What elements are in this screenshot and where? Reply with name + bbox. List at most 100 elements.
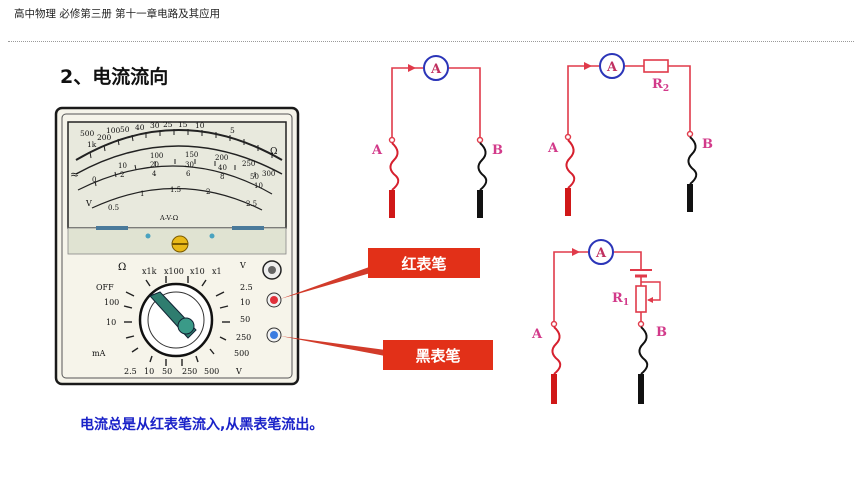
meter-v-symbol: V	[85, 199, 92, 208]
svg-text:25: 25	[163, 120, 173, 129]
svg-text:20: 20	[150, 161, 159, 169]
svg-text:50: 50	[162, 367, 172, 376]
svg-text:300: 300	[262, 170, 275, 178]
range-v-label: V	[239, 261, 246, 270]
svg-text:10: 10	[195, 121, 205, 130]
meter-screw-right	[209, 233, 215, 239]
svg-text:30: 30	[150, 121, 160, 130]
svg-text:500: 500	[204, 367, 219, 376]
range-bottom-labels: 2.5 10 50 250 500	[124, 367, 219, 376]
svg-text:1: 1	[140, 190, 144, 198]
svg-text:40: 40	[135, 123, 145, 132]
svg-text:A: A	[606, 60, 618, 75]
svg-text:30: 30	[185, 161, 194, 169]
svg-text:10: 10	[118, 162, 127, 170]
svg-text:1k: 1k	[87, 140, 97, 149]
meter-ac-symbol: ≈	[70, 168, 79, 181]
ammeter-icon	[599, 53, 625, 79]
red-probe-callout-arrow	[280, 266, 374, 299]
terminal-b	[686, 130, 694, 138]
black-probe	[687, 184, 693, 212]
svg-text:100: 100	[104, 298, 119, 307]
svg-text:15: 15	[178, 120, 188, 129]
label-a: A	[547, 141, 559, 156]
svg-text:10: 10	[254, 182, 263, 190]
svg-text:5: 5	[230, 126, 235, 135]
svg-text:100: 100	[150, 152, 163, 160]
svg-text:150: 150	[185, 151, 198, 159]
label-b: B	[492, 143, 503, 158]
ammeter-icon	[588, 239, 614, 265]
header-breadcrumb: 高中物理 必修第三册 第十一章电路及其应用	[14, 8, 221, 20]
meter-scale-top: 500 1k 200 100 50 40 30 25 15 10 5	[80, 120, 235, 149]
svg-text:8: 8	[220, 173, 224, 181]
range-right-labels: 2.5 10 50 250 500	[234, 283, 253, 358]
red-probe	[389, 190, 395, 218]
caption: 电流总是从红表笔流入,从黑表笔流出。	[80, 417, 324, 433]
meter-scale-bottom: 0.5 1 1.5 2 2.5	[108, 186, 257, 212]
red-probe	[551, 374, 557, 404]
svg-text:200: 200	[215, 154, 228, 162]
svg-text:200: 200	[97, 133, 112, 142]
red-probe	[565, 188, 571, 216]
range-v-bottom-label: V	[235, 367, 242, 376]
terminal-a	[564, 133, 572, 141]
red-probe-label: 红表笔	[368, 248, 480, 278]
terminal-b	[476, 136, 484, 144]
range-ma-label: mA	[92, 349, 106, 358]
black-probe-callout-arrow	[280, 336, 386, 356]
svg-text:250: 250	[242, 160, 255, 168]
terminal-b	[637, 320, 645, 328]
svg-text:x10: x10	[190, 267, 205, 276]
black-probe	[477, 190, 483, 218]
meter-scale-mid: 100 150 200 250 300 10 20 30 40 50 0 2 4…	[92, 151, 275, 190]
svg-text:2.5: 2.5	[124, 367, 137, 376]
svg-text:x100: x100	[164, 267, 184, 276]
svg-text:x1k: x1k	[142, 267, 157, 276]
svg-text:50: 50	[240, 315, 250, 324]
label-r2: R2	[652, 77, 669, 94]
svg-text:100: 100	[106, 126, 121, 135]
svg-text:2.5: 2.5	[240, 283, 253, 292]
label-a: A	[531, 327, 543, 342]
svg-text:10: 10	[240, 298, 250, 307]
svg-text:40: 40	[218, 164, 227, 172]
terminal-a	[388, 136, 396, 144]
svg-text:500: 500	[80, 129, 95, 138]
svg-text:A: A	[595, 246, 607, 261]
ammeter-icon	[423, 55, 449, 81]
resistor-r2	[643, 59, 669, 73]
svg-text:10: 10	[144, 367, 154, 376]
header-divider	[8, 41, 854, 42]
label-a: A	[371, 143, 383, 158]
circuit-3: A R1 A B	[531, 239, 667, 404]
range-omega-label: Ω	[118, 262, 126, 273]
svg-text:OFF: OFF	[96, 283, 114, 292]
svg-text:A: A	[430, 62, 442, 77]
meter-mirror-right	[232, 226, 264, 230]
circuit-2: A R2 A B	[547, 53, 713, 216]
meter-mirror-left	[96, 226, 128, 230]
svg-text:6: 6	[186, 170, 191, 178]
svg-text:2: 2	[206, 188, 210, 196]
multimeter: 500 1k 200 100 50 40 30 25 15 10 5 100 1…	[54, 106, 386, 386]
black-probe-label: 黑表笔	[383, 340, 493, 370]
svg-text:50: 50	[250, 173, 259, 181]
black-probe	[638, 374, 644, 404]
svg-text:10: 10	[106, 318, 116, 327]
terminal-a	[550, 320, 558, 328]
label-b: B	[656, 325, 667, 340]
rheostat-r1	[635, 285, 647, 313]
range-left-labels: OFF 100 10	[96, 283, 119, 327]
svg-text:500: 500	[234, 349, 249, 358]
svg-text:50: 50	[120, 125, 130, 134]
svg-text:4: 4	[152, 170, 157, 178]
svg-text:250: 250	[236, 333, 251, 342]
range-multipliers: x1k x100 x10 x1	[142, 267, 222, 276]
circuit-1: A A B	[371, 55, 503, 218]
meter-screw-left	[145, 233, 151, 239]
meter-omega-symbol: Ω	[270, 147, 277, 157]
meter-avo-label: A-V-Ω	[159, 214, 178, 222]
label-b: B	[702, 137, 713, 152]
